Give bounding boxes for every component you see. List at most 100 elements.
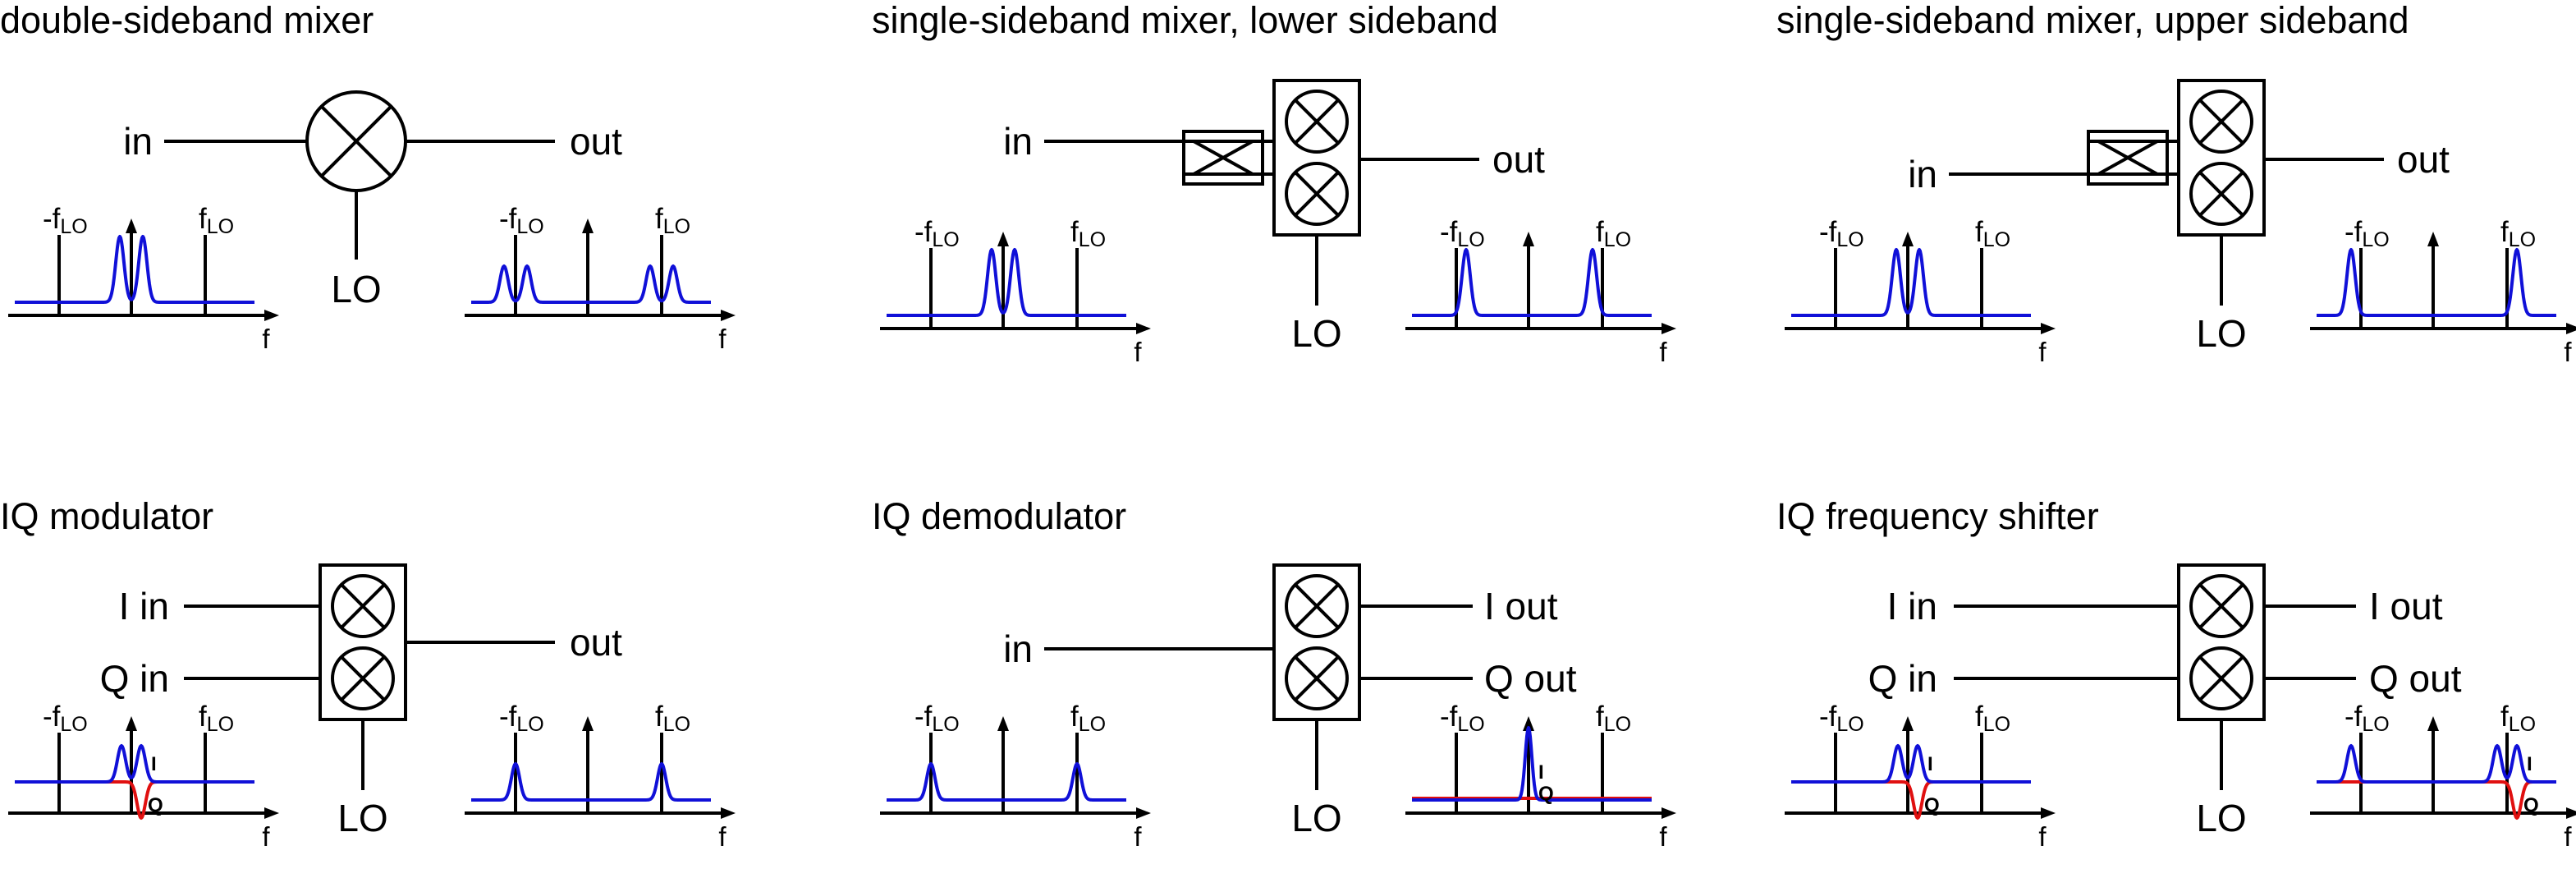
pos-lo-label: fLO xyxy=(1070,216,1106,251)
axis-arrow-icon xyxy=(721,310,736,321)
q-trace-label: Q xyxy=(2523,794,2539,816)
output-spectrum: f -fLO fLO IQ xyxy=(2310,701,2576,852)
lo-label: LO xyxy=(2196,312,2246,355)
neg-lo-label: -fLO xyxy=(43,203,88,238)
in-label: in xyxy=(1003,120,1033,163)
i-out-label: I out xyxy=(2369,585,2443,627)
axis-arrow-icon xyxy=(2427,716,2439,731)
spectrum-trace-blue xyxy=(1790,248,2032,317)
pos-lo-label: fLO xyxy=(1975,701,2010,736)
neg-lo-label: -fLO xyxy=(43,701,88,736)
axis-arrow-icon xyxy=(264,807,279,819)
axis-arrow-icon xyxy=(1523,232,1534,246)
mixer-icon xyxy=(2189,574,2253,638)
q-trace-label: Q xyxy=(1924,794,1940,816)
spectrum-trace-blue xyxy=(1411,726,1652,802)
neg-lo-label: -fLO xyxy=(499,203,544,238)
input-spectrum: f -fLO fLO xyxy=(1785,216,2056,367)
spectrum-trace-blue xyxy=(1411,248,1652,317)
frequency-axis-label: f xyxy=(262,821,270,852)
q-out-label: Q out xyxy=(1484,657,1577,700)
pos-lo-label: fLO xyxy=(1070,701,1106,736)
spectrum-trace-blue xyxy=(470,762,712,802)
mixer-icon xyxy=(2189,90,2253,154)
frequency-axis-label: f xyxy=(2564,337,2572,367)
spectrum-trace-blue xyxy=(470,264,712,304)
axis-arrow-icon xyxy=(264,310,279,321)
hybrid-coupler-icon xyxy=(1182,130,1264,186)
out-label: out xyxy=(570,621,622,664)
mixer-icon xyxy=(1285,162,1349,226)
out-label: out xyxy=(2397,138,2450,181)
frequency-axis-label: f xyxy=(2564,821,2572,852)
axis-arrow-icon xyxy=(126,218,137,233)
pos-lo-label: fLO xyxy=(655,701,690,736)
axis-arrow-icon xyxy=(1662,323,1676,334)
frequency-axis-label: f xyxy=(718,324,727,354)
mixer-icon xyxy=(331,646,395,710)
pos-lo-label: fLO xyxy=(1596,701,1631,736)
q-trace-label: Q xyxy=(1538,783,1554,805)
panel-ssb-lower: single-sideband mixer, lower sideband in o… xyxy=(872,0,1676,367)
q-in-label: Q in xyxy=(100,657,169,700)
axis-arrow-icon xyxy=(721,807,736,819)
i-trace-label: I xyxy=(1927,753,1933,775)
frequency-axis-label: f xyxy=(262,324,270,354)
axis-arrow-icon xyxy=(1136,807,1151,819)
axis-arrow-icon xyxy=(2041,323,2056,334)
axis-arrow-icon xyxy=(997,232,1009,246)
axis-arrow-icon xyxy=(2041,807,2056,819)
mixer-icon xyxy=(1285,90,1349,154)
i-trace-label: I xyxy=(2527,753,2532,775)
i-in-label: I in xyxy=(119,585,169,627)
axis-arrow-icon xyxy=(2566,323,2576,334)
axis-arrow-icon xyxy=(2566,807,2576,819)
input-spectrum: f -fLO fLO xyxy=(8,203,279,354)
axis-arrow-icon xyxy=(582,218,594,233)
neg-lo-label: -fLO xyxy=(2345,701,2390,736)
mixer-icon xyxy=(331,574,395,638)
pos-lo-label: fLO xyxy=(655,203,690,238)
neg-lo-label: -fLO xyxy=(914,701,960,736)
spectrum-trace-blue xyxy=(1790,744,2032,784)
neg-lo-label: -fLO xyxy=(1819,216,1864,251)
neg-lo-label: -fLO xyxy=(914,216,960,251)
axis-arrow-icon xyxy=(126,716,137,731)
axis-arrow-icon xyxy=(1902,716,1914,731)
frequency-axis-label: f xyxy=(2038,337,2047,367)
mixer-icon xyxy=(1285,574,1349,638)
spectrum-trace-blue xyxy=(2316,744,2557,784)
neg-lo-label: -fLO xyxy=(1819,701,1864,736)
panel-title: single-sideband mixer, lower sideband xyxy=(872,0,1498,41)
q-in-label: Q in xyxy=(1868,657,1937,700)
axis-arrow-icon xyxy=(1136,323,1151,334)
pos-lo-label: fLO xyxy=(2500,701,2536,736)
iq-mixer-icon xyxy=(2177,563,2266,721)
in-label: in xyxy=(123,120,153,163)
pos-lo-label: fLO xyxy=(199,203,234,238)
q-trace-label: Q xyxy=(148,794,163,816)
spectrum-trace-blue xyxy=(2316,248,2557,317)
i-trace-label: I xyxy=(151,753,157,775)
panel-title: single-sideband mixer, upper sideband xyxy=(1776,0,2409,41)
mixer-icon xyxy=(305,90,407,192)
panel-title: IQ frequency shifter xyxy=(1776,495,2099,537)
spectrum-trace-blue xyxy=(14,744,255,784)
out-label: out xyxy=(1492,138,1545,181)
i-out-label: I out xyxy=(1484,585,1558,627)
iq-mixer-icon xyxy=(1272,563,1361,721)
mixer-icon xyxy=(1285,646,1349,710)
pos-lo-label: fLO xyxy=(1975,216,2010,251)
neg-lo-label: -fLO xyxy=(1440,701,1485,736)
axis-arrow-icon xyxy=(582,716,594,731)
axis-arrow-icon xyxy=(1523,716,1534,731)
q-out-label: Q out xyxy=(2369,657,2462,700)
